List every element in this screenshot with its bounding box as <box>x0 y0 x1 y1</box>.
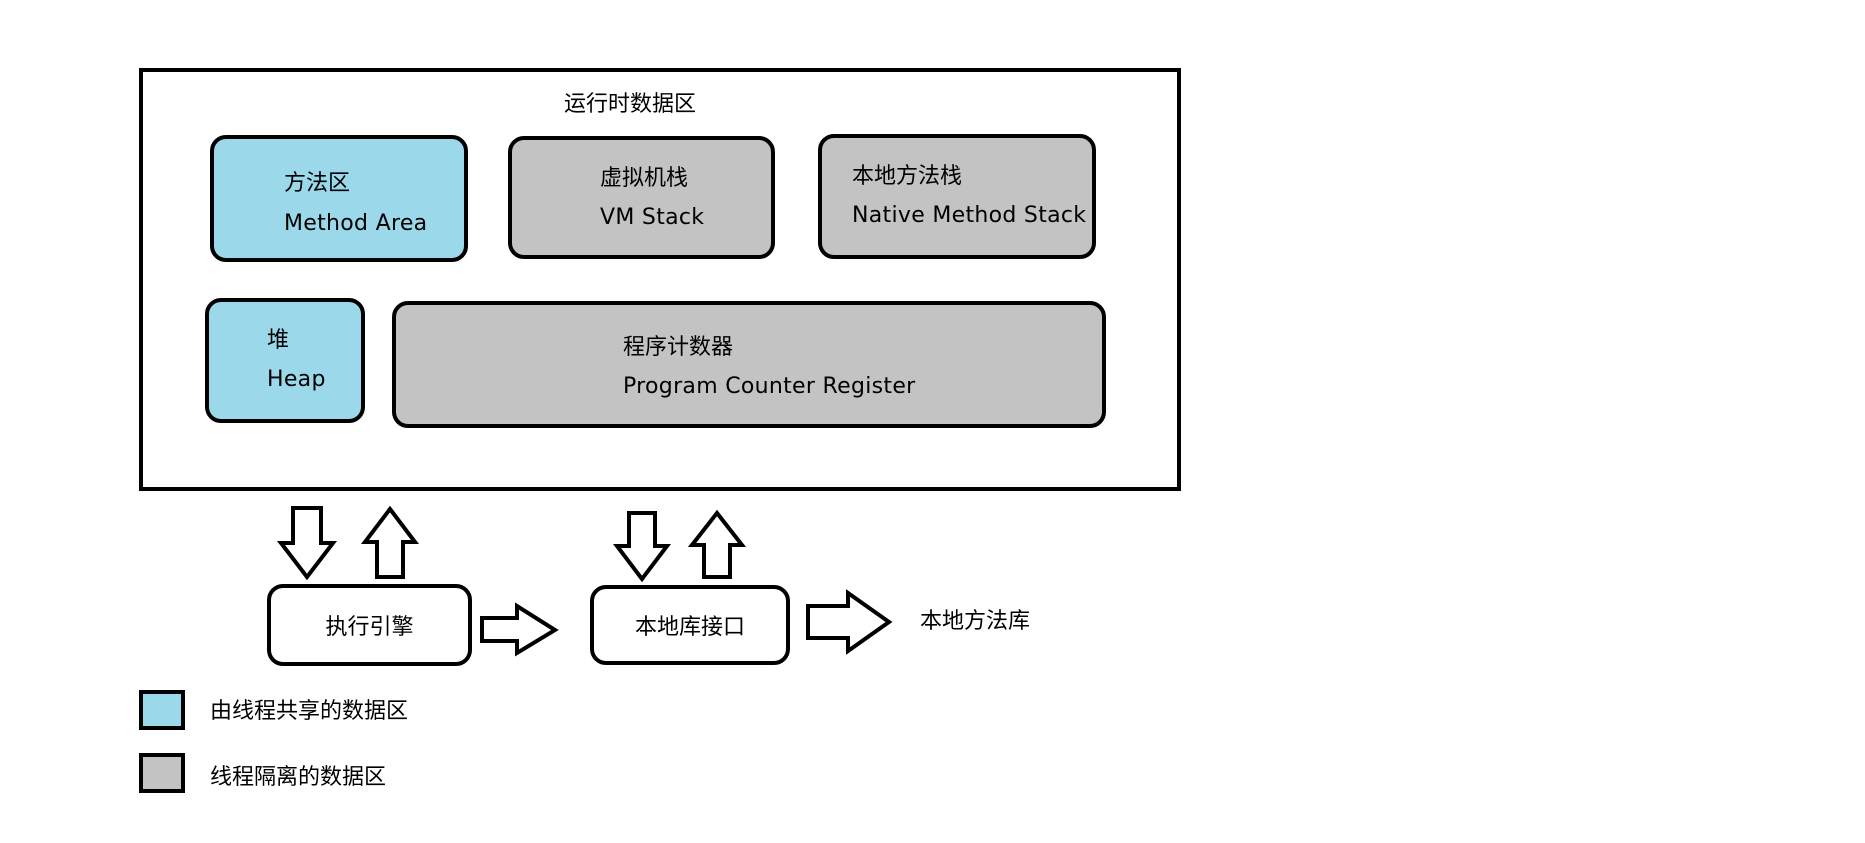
heap-en-label: Heap <box>267 367 326 392</box>
native-interface-label: 本地库接口 <box>634 615 745 640</box>
native-method-stack-cn-label: 本地方法栈 <box>852 164 963 189</box>
native-library-label: 本地方法库 <box>920 609 1031 634</box>
native-method-stack-box: 本地方法栈 Native Method Stack <box>818 134 1096 259</box>
runtime-data-area-title: 运行时数据区 <box>564 92 697 117</box>
right-arrow-icon <box>806 589 893 655</box>
right-arrow-icon <box>480 602 559 657</box>
execution-engine-box: 执行引擎 <box>267 584 472 666</box>
legend-isolated-swatch <box>139 753 185 793</box>
up-arrow-icon <box>360 505 420 579</box>
program-counter-cn-label: 程序计数器 <box>623 335 734 360</box>
native-method-stack-en-label: Native Method Stack <box>852 203 1087 228</box>
legend-shared-swatch <box>139 690 185 730</box>
vm-stack-en-label: VM Stack <box>600 205 705 230</box>
vm-stack-box: 虚拟机栈 VM Stack <box>508 136 775 259</box>
legend-shared-label: 由线程共享的数据区 <box>210 699 409 724</box>
down-arrow-icon <box>276 506 338 581</box>
legend-isolated-label: 线程隔离的数据区 <box>210 765 387 790</box>
vm-stack-cn-label: 虚拟机栈 <box>600 166 689 191</box>
program-counter-en-label: Program Counter Register <box>623 374 916 399</box>
method-area-en-label: Method Area <box>284 211 428 236</box>
down-arrow-icon <box>612 511 672 583</box>
native-interface-box: 本地库接口 <box>590 585 790 665</box>
method-area-cn-label: 方法区 <box>284 171 351 196</box>
heap-box: 堆 Heap <box>205 298 365 423</box>
up-arrow-icon <box>687 509 747 579</box>
heap-cn-label: 堆 <box>267 328 290 353</box>
execution-engine-label: 执行引擎 <box>325 615 414 640</box>
program-counter-box: 程序计数器 Program Counter Register <box>392 301 1106 428</box>
method-area-box: 方法区 Method Area <box>210 135 468 262</box>
